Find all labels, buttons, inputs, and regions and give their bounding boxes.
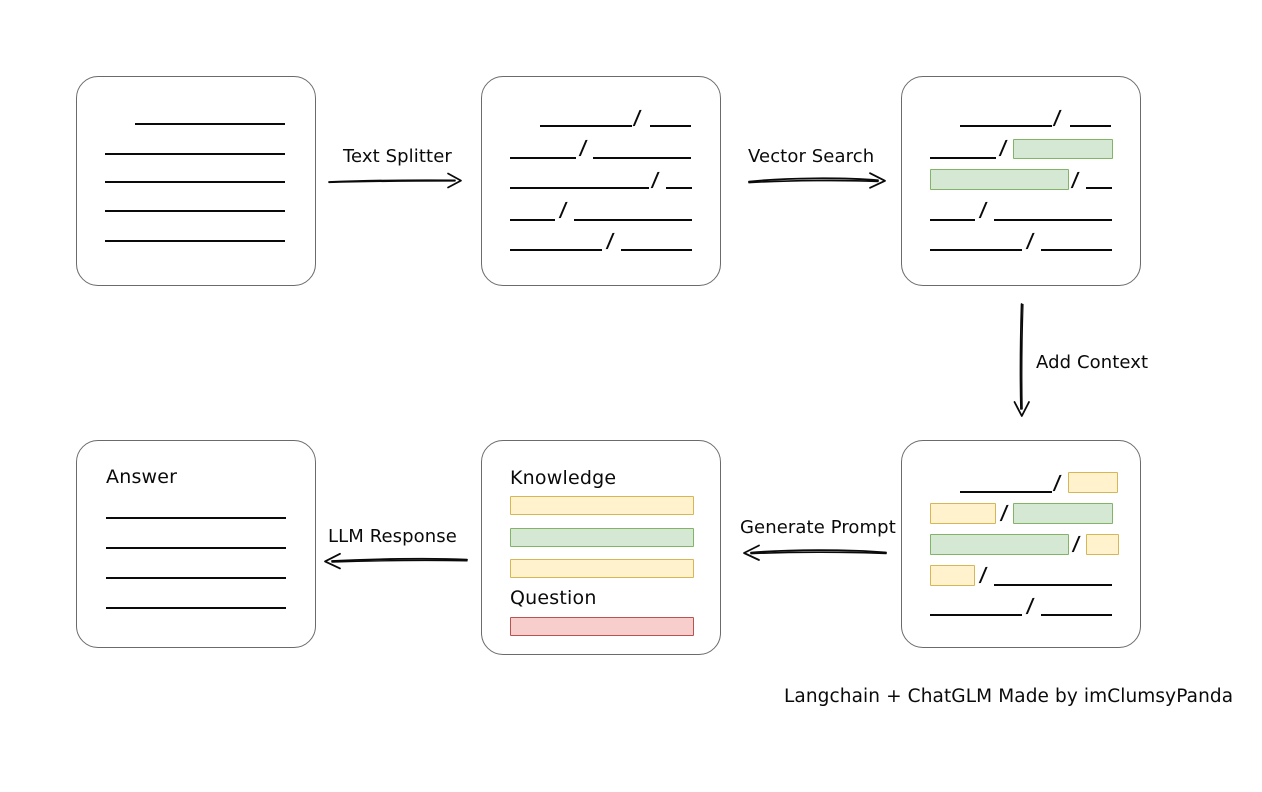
node-source-document[interactable] bbox=[76, 76, 316, 286]
separator-slash: / bbox=[1000, 501, 1009, 525]
knowledge-bar-green bbox=[510, 528, 694, 547]
highlight-chip-green bbox=[930, 534, 1069, 555]
highlight-chip-green bbox=[930, 169, 1069, 190]
doc-line bbox=[540, 125, 632, 127]
arrow-llm-response bbox=[324, 552, 468, 570]
separator-slash: / bbox=[1072, 532, 1081, 556]
arrow-vector-search bbox=[748, 172, 886, 189]
separator-slash: / bbox=[1053, 106, 1062, 130]
doc-line bbox=[666, 187, 692, 189]
doc-line bbox=[930, 219, 975, 221]
node-retrieved-document[interactable]: / / / / / bbox=[901, 76, 1141, 286]
doc-line bbox=[106, 607, 286, 609]
separator-slash: / bbox=[1026, 229, 1035, 253]
doc-line bbox=[1086, 187, 1112, 189]
node-prompt[interactable]: Knowledge Question bbox=[481, 440, 721, 655]
arrow-text-splitter bbox=[328, 172, 462, 189]
doc-line bbox=[994, 219, 1112, 221]
separator-slash: / bbox=[979, 563, 988, 587]
highlight-chip-yellow bbox=[930, 565, 975, 586]
doc-line bbox=[1070, 125, 1111, 127]
footer-credit: Langchain + ChatGLM Made by imClumsyPand… bbox=[784, 686, 1234, 707]
knowledge-bar-yellow bbox=[510, 559, 694, 578]
doc-line bbox=[593, 157, 691, 159]
knowledge-label: Knowledge bbox=[510, 467, 617, 489]
answer-label: Answer bbox=[106, 466, 178, 488]
doc-line bbox=[960, 491, 1052, 493]
doc-line bbox=[574, 219, 692, 221]
doc-line bbox=[105, 210, 285, 212]
doc-line bbox=[105, 153, 285, 155]
edge-label-llm-response: LLM Response bbox=[328, 526, 457, 547]
doc-line bbox=[105, 240, 285, 242]
separator-slash: / bbox=[633, 106, 642, 130]
separator-slash: / bbox=[1071, 168, 1080, 192]
doc-line bbox=[930, 157, 996, 159]
highlight-chip-yellow bbox=[930, 503, 996, 524]
node-context-document[interactable]: / / / / / bbox=[901, 440, 1141, 648]
doc-line bbox=[106, 577, 286, 579]
highlight-chip-yellow bbox=[1086, 534, 1119, 555]
arrow-generate-prompt bbox=[743, 544, 887, 561]
question-bar-red bbox=[510, 617, 694, 636]
separator-slash: / bbox=[651, 168, 660, 192]
doc-line bbox=[510, 249, 602, 251]
doc-line bbox=[105, 181, 285, 183]
edge-label-generate-prompt: Generate Prompt bbox=[740, 517, 896, 538]
doc-line bbox=[650, 125, 691, 127]
doc-line bbox=[510, 187, 649, 189]
highlight-chip-green bbox=[1013, 139, 1113, 159]
highlight-chip-green bbox=[1013, 503, 1113, 524]
doc-line bbox=[994, 584, 1112, 586]
doc-line bbox=[960, 125, 1052, 127]
separator-slash: / bbox=[559, 198, 568, 222]
separator-slash: / bbox=[1026, 594, 1035, 618]
doc-line bbox=[930, 614, 1022, 616]
doc-line bbox=[1041, 249, 1112, 251]
separator-slash: / bbox=[979, 198, 988, 222]
doc-line bbox=[135, 123, 285, 125]
separator-slash: / bbox=[606, 229, 615, 253]
separator-slash: / bbox=[1053, 471, 1062, 495]
highlight-chip-yellow bbox=[1068, 472, 1118, 493]
doc-line bbox=[510, 157, 576, 159]
separator-slash: / bbox=[579, 136, 588, 160]
separator-slash: / bbox=[999, 136, 1008, 160]
node-split-document[interactable]: / / / / / bbox=[481, 76, 721, 286]
doc-line bbox=[106, 517, 286, 519]
node-answer[interactable]: Answer bbox=[76, 440, 316, 648]
knowledge-bar-yellow bbox=[510, 496, 694, 515]
doc-line bbox=[106, 547, 286, 549]
doc-line bbox=[1041, 614, 1112, 616]
doc-line bbox=[621, 249, 692, 251]
edge-label-vector-search: Vector Search bbox=[748, 146, 875, 167]
doc-line bbox=[510, 219, 555, 221]
arrow-add-context bbox=[1013, 303, 1030, 417]
edge-label-add-context: Add Context bbox=[1036, 352, 1149, 373]
edge-label-text-splitter: Text Splitter bbox=[343, 146, 452, 167]
doc-line bbox=[930, 249, 1022, 251]
question-label: Question bbox=[510, 587, 597, 609]
